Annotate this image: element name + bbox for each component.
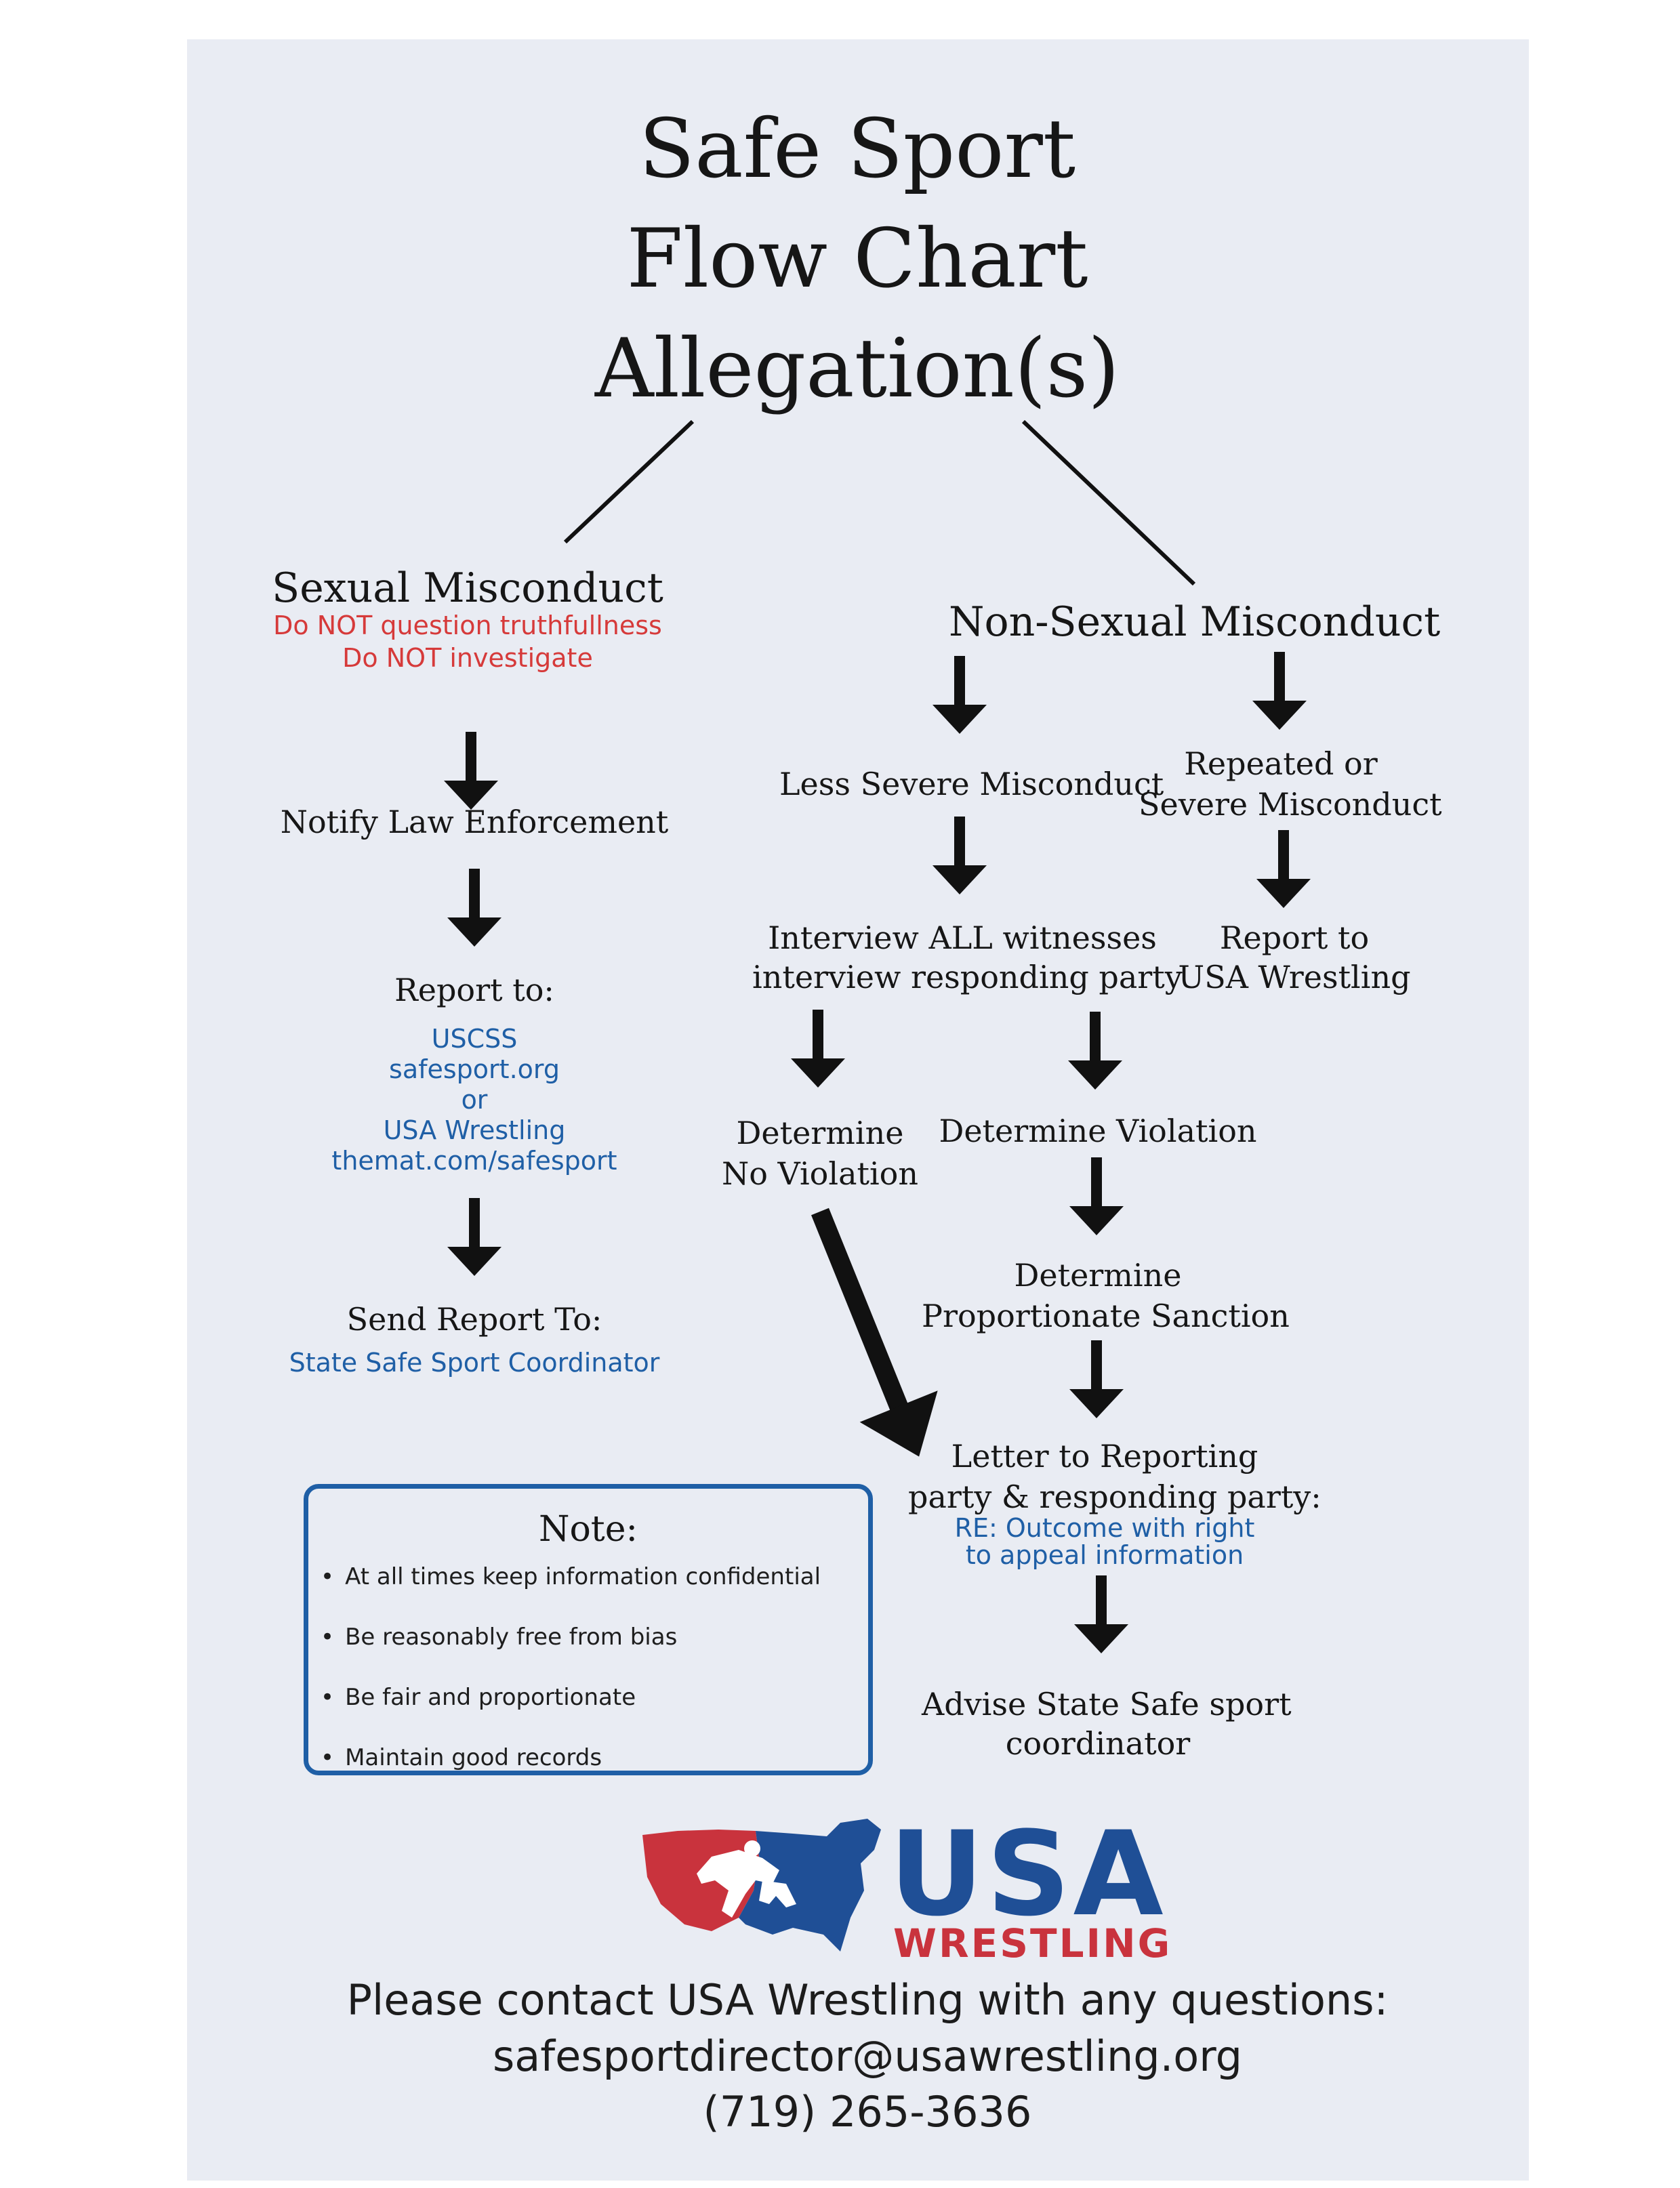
contact-email[interactable]: safesportdirector@usawrestling.org (492, 2031, 1242, 2081)
logo-wrestling-text: WRESTLING (893, 1920, 1172, 1966)
diagonal-arrow-no-violation (811, 1207, 938, 1457)
arrow-to-send-report (447, 1198, 501, 1276)
interview-witnesses: Interview ALL witnesses (768, 920, 1157, 956)
letter-note-line-2: to appeal information (965, 1540, 1244, 1570)
arrow-to-report-usaw (1256, 830, 1311, 908)
note-box: Note: At all times keep information conf… (304, 1484, 873, 1775)
report-to-usaw-line-2: USA Wrestling (1178, 959, 1411, 995)
note-item: Be reasonably free from bias (321, 1620, 821, 1680)
arrow-to-report (447, 869, 501, 947)
logo-usa-text: USA (889, 1806, 1166, 1942)
letter-line-2: party & responding party: (908, 1479, 1322, 1515)
sexual-misconduct-heading: Sexual Misconduct (272, 564, 663, 612)
warning-investigate: Do NOT investigate (342, 643, 593, 673)
arrow-to-sanction (1069, 1157, 1124, 1235)
no-violation-line-1: Determine (736, 1115, 904, 1151)
sanction-line-1: Determine (1014, 1257, 1182, 1294)
safesport-link[interactable]: safesport.org (389, 1054, 560, 1084)
report-to-label: Report to: (394, 972, 554, 1008)
note-list: At all times keep information confidenti… (321, 1560, 821, 1801)
usa-wrestling-label: USA Wrestling (383, 1115, 566, 1145)
advise-line-1: Advise State Safe sport (922, 1686, 1292, 1722)
less-severe-misconduct: Less Severe Misconduct (779, 766, 1164, 802)
non-sexual-misconduct-heading: Non-Sexual Misconduct (949, 598, 1441, 646)
branch-line-left (563, 419, 695, 544)
arrow-to-advise (1074, 1575, 1128, 1653)
title-line-3: Allegation(s) (594, 322, 1120, 416)
note-item: Be fair and proportionate (321, 1680, 821, 1741)
notify-law-enforcement: Notify Law Enforcement (280, 804, 669, 840)
themat-link[interactable]: themat.com/safesport (331, 1146, 617, 1176)
send-report-to-label: Send Report To: (346, 1301, 602, 1338)
note-title: Note: (539, 1509, 638, 1550)
advise-line-2: coordinator (1005, 1725, 1191, 1762)
determine-violation: Determine Violation (939, 1113, 1257, 1149)
letter-line-1: Letter to Reporting (951, 1438, 1258, 1474)
letter-note-line-1: RE: Outcome with right (954, 1513, 1255, 1543)
arrow-to-violation (1068, 1012, 1122, 1090)
report-to-usaw-line-1: Report to (1219, 920, 1370, 956)
repeated-or-label: Repeated or (1184, 745, 1378, 782)
us-map-wrestler-icon (642, 1819, 881, 1952)
arrow-to-less-severe (933, 656, 987, 734)
arrow-to-letter (1069, 1340, 1124, 1418)
note-item: At all times keep information confidenti… (321, 1560, 821, 1620)
branch-line-right (1021, 419, 1196, 586)
or-label: or (461, 1085, 488, 1115)
warning-truthfulness: Do NOT question truthfullness (273, 611, 662, 640)
state-coordinator-label: State Safe Sport Coordinator (289, 1348, 660, 1378)
page-title: Safe Sport Flow Chart Allegation(s) (501, 95, 1213, 424)
arrow-to-notify (444, 732, 498, 810)
contact-phone[interactable]: (719) 265-3636 (703, 2087, 1032, 2137)
uscss-label: USCSS (431, 1024, 518, 1054)
title-line-1: Safe Sport (638, 102, 1076, 197)
severe-misconduct-label: Severe Misconduct (1139, 786, 1442, 823)
arrow-to-repeated (1252, 652, 1307, 730)
arrow-to-interview (933, 817, 987, 894)
arrow-to-no-violation (791, 1010, 845, 1088)
sanction-line-2: Proportionate Sanction (922, 1298, 1290, 1334)
interview-responding-party: interview responding party (752, 959, 1183, 995)
note-item: Maintain good records (321, 1741, 821, 1801)
contact-line: Please contact USA Wrestling with any qu… (346, 1975, 1389, 2025)
no-violation-line-2: No Violation (721, 1155, 919, 1192)
title-line-2: Flow Chart (626, 212, 1088, 306)
